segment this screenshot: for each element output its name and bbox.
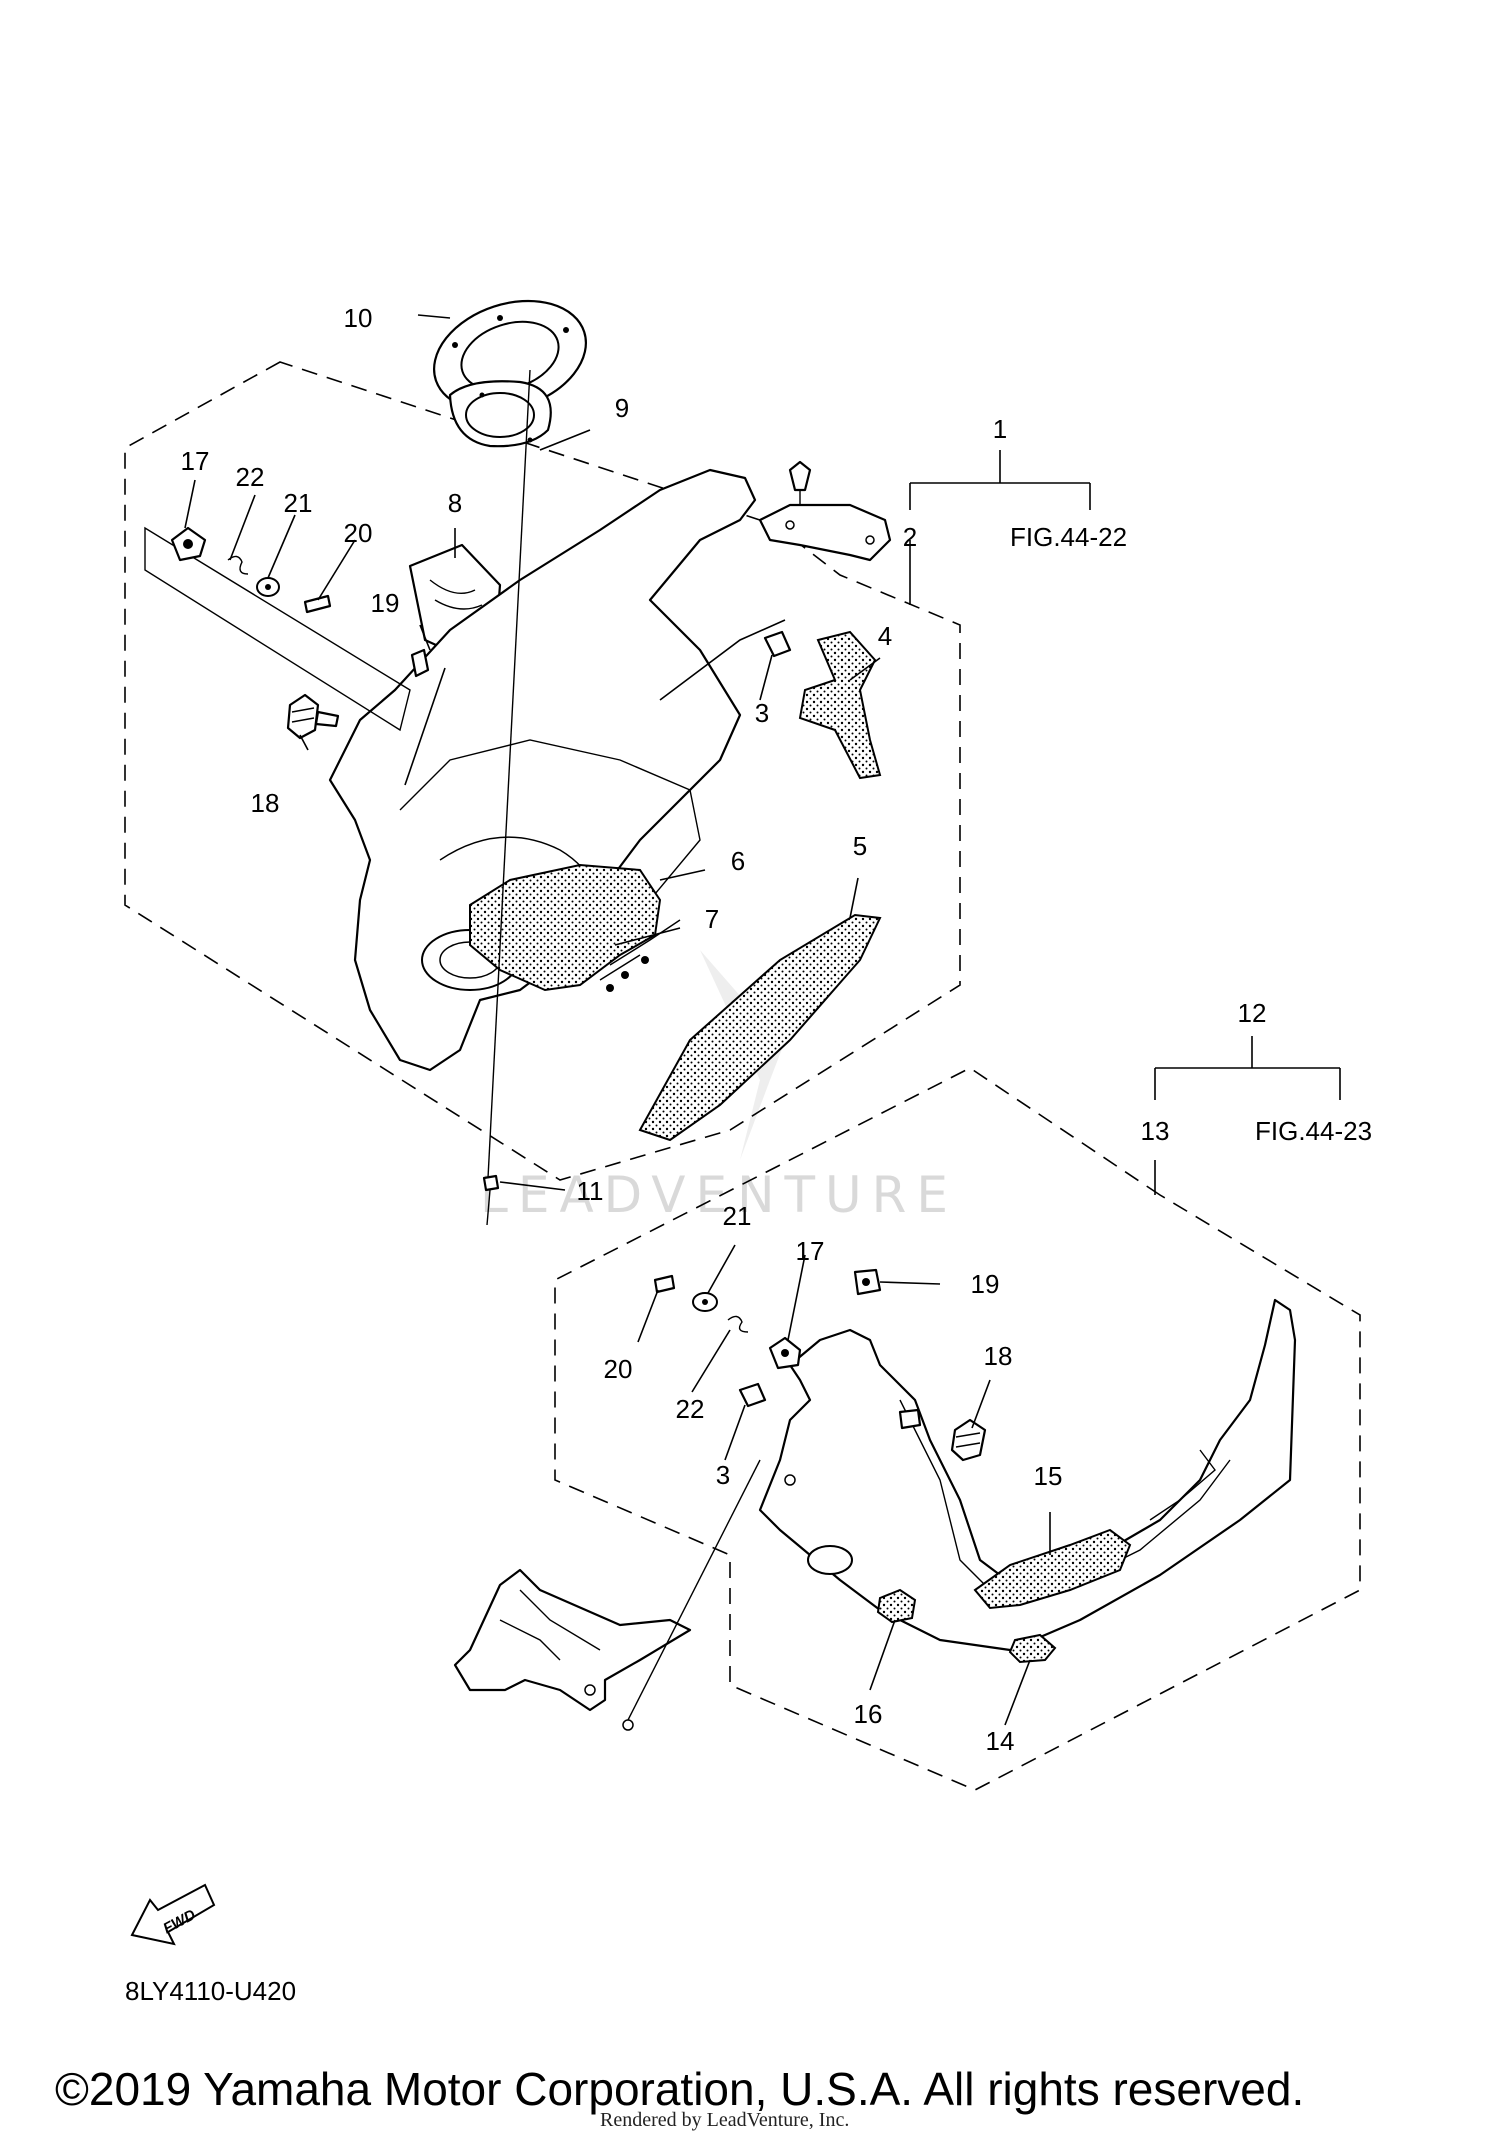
part-11-rivet — [482, 1174, 500, 1226]
upper-assembly-outline — [124, 361, 961, 1181]
callout-20-upper: 20 — [344, 518, 373, 548]
part-21-washer-lower — [692, 1292, 718, 1312]
callout-2: 2 — [903, 522, 917, 552]
part-5-foam-strip — [638, 913, 882, 1142]
callout-19-lower: 19 — [971, 1269, 1000, 1299]
callout-21-upper: 21 — [284, 488, 313, 518]
ref-fig-44-22: FIG.44-22 — [1010, 522, 1127, 552]
callout-22-lower: 22 — [676, 1394, 705, 1424]
callout-22-upper: 22 — [236, 462, 265, 492]
callout-1: 1 — [993, 414, 1007, 444]
callout-10: 10 — [344, 303, 373, 333]
part-19-clip-upper — [410, 648, 430, 678]
callout-18-lower: 18 — [984, 1341, 1013, 1371]
callout-9: 9 — [615, 393, 629, 423]
part-lower-cowl-body — [758, 1298, 1297, 1652]
callout-3-lower: 3 — [716, 1460, 730, 1490]
part-14-foam — [1008, 1633, 1057, 1664]
assembly-axis-line — [487, 369, 531, 1179]
callout-5: 5 — [853, 831, 867, 861]
callout-7: 7 — [705, 904, 719, 934]
part-9-ring — [448, 380, 552, 448]
part-20-screw-lower — [653, 1274, 676, 1294]
part-19-clip-lower — [853, 1268, 882, 1296]
part-3-clip-lower — [738, 1382, 767, 1408]
rendered-by-text: Rendered by LeadVenture, Inc. — [600, 2109, 849, 2131]
callout-1-bracket — [909, 450, 1091, 510]
callout-21-lower: 21 — [723, 1201, 752, 1231]
part-20-screw-upper — [303, 594, 332, 614]
part-18-knob-lower — [898, 1408, 987, 1462]
ref-fig-44-23: FIG.44-23 — [1255, 1116, 1372, 1146]
part-22-spring-upper — [227, 555, 249, 575]
part-18-knob-upper — [286, 693, 340, 740]
watermark-text: LEADVENTURE — [480, 1166, 958, 1224]
callout-14: 14 — [986, 1726, 1015, 1756]
callout-12: 12 — [1238, 998, 1267, 1028]
part-16-foam — [876, 1588, 917, 1624]
lower-assembly-axis — [627, 1459, 761, 1721]
part-15-foam — [973, 1528, 1132, 1610]
callout-3-upper: 3 — [755, 698, 769, 728]
callout-12-bracket — [1154, 1036, 1341, 1195]
copyright-text: ©2019 Yamaha Motor Corporation, U.S.A. A… — [55, 2063, 1304, 2115]
upper-fastener-bracket-outline — [144, 526, 411, 732]
part-6-foam — [469, 863, 662, 992]
callout-16: 16 — [854, 1699, 883, 1729]
callout-15: 15 — [1034, 1461, 1063, 1491]
part-10-gasket — [432, 299, 588, 413]
callout-17-upper: 17 — [181, 446, 210, 476]
lower-assembly-outline — [554, 1067, 1361, 1791]
callout-4: 4 — [878, 621, 892, 651]
part-2-bracket — [758, 460, 892, 562]
part-17-nut-lower — [768, 1336, 802, 1370]
part-21-washer-upper — [256, 577, 280, 597]
part-4-foam — [798, 630, 882, 780]
callout-6: 6 — [731, 846, 745, 876]
callout-13: 13 — [1141, 1116, 1170, 1146]
diagram-code: 8LY4110-U420 — [125, 1976, 296, 2006]
callout-17-lower: 17 — [796, 1236, 825, 1266]
part-17-nut-upper — [170, 526, 207, 562]
callout-19-upper: 19 — [371, 588, 400, 618]
part-22-spring-lower — [727, 1315, 749, 1333]
fwd-arrow-icon: FWD — [130, 1883, 216, 1946]
callout-8: 8 — [448, 488, 462, 518]
part-13-bracket — [453, 1568, 692, 1731]
callout-18-upper: 18 — [251, 788, 280, 818]
callout-20-lower: 20 — [604, 1354, 633, 1384]
callout-11: 11 — [577, 1176, 604, 1206]
part-3-clip-upper — [763, 630, 792, 658]
